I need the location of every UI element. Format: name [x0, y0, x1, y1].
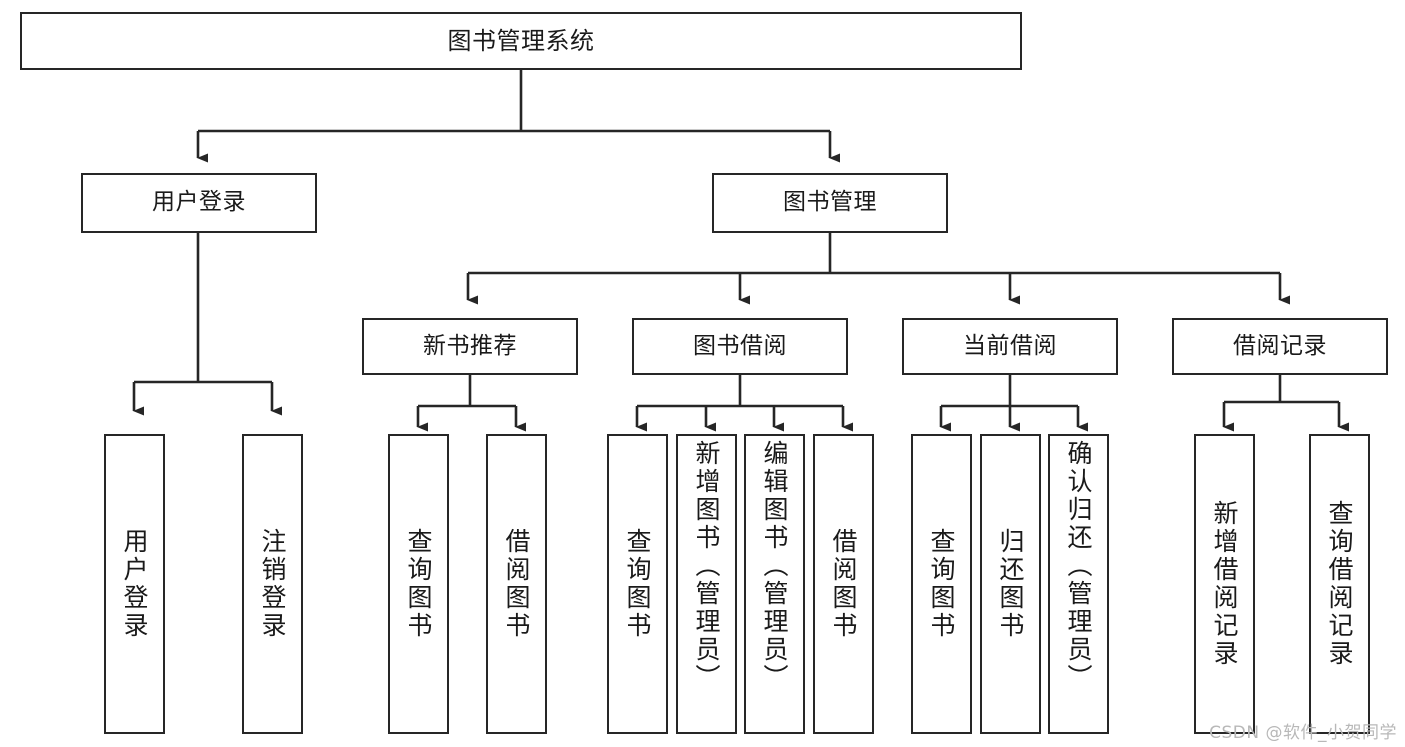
- csdn-watermark: CSDN @软件_小贺同学: [1209, 723, 1397, 743]
- node-label: 用户登录: [152, 189, 246, 216]
- node-label: 新书推荐: [423, 332, 517, 359]
- node-label: 当前借阅: [963, 332, 1057, 359]
- node-current-borrow[interactable]: 当前借阅: [902, 318, 1118, 375]
- leaf-query-book-new[interactable]: 查询图书: [388, 434, 449, 734]
- leaf-user-logout[interactable]: 注销登录: [242, 434, 303, 734]
- node-label: 查询图书: [927, 528, 956, 640]
- node-label: 查询图书: [404, 528, 433, 640]
- leaf-query-book[interactable]: 查询图书: [607, 434, 668, 734]
- node-label: 查询借阅记录: [1325, 500, 1354, 668]
- leaf-query-borrow-record[interactable]: 查询借阅记录: [1309, 434, 1370, 734]
- node-label: 借阅图书: [829, 528, 858, 640]
- node-label: 图书管理: [783, 189, 877, 216]
- node-user-login[interactable]: 用户登录: [81, 173, 317, 233]
- leaf-add-borrow-record[interactable]: 新增借阅记录: [1194, 434, 1255, 734]
- node-root-system[interactable]: 图书管理系统: [20, 12, 1022, 70]
- leaf-edit-book-admin[interactable]: 编辑图书（管理员）: [744, 434, 805, 734]
- node-label: 新增图书（管理员）: [692, 440, 721, 692]
- node-label: 图书借阅: [693, 332, 787, 359]
- node-label: 新增借阅记录: [1210, 500, 1239, 668]
- node-label: 用户登录: [120, 528, 149, 640]
- node-label: 编辑图书（管理员）: [760, 440, 789, 692]
- node-label: 查询图书: [623, 528, 652, 640]
- node-label: 借阅图书: [502, 528, 531, 640]
- leaf-query-book-current[interactable]: 查询图书: [911, 434, 972, 734]
- leaf-borrow-book-new[interactable]: 借阅图书: [486, 434, 547, 734]
- node-label: 确认归还（管理员）: [1064, 440, 1093, 692]
- node-label: 注销登录: [258, 528, 287, 640]
- node-new-book-recommend[interactable]: 新书推荐: [362, 318, 578, 375]
- node-label: 借阅记录: [1233, 332, 1327, 359]
- node-book-management[interactable]: 图书管理: [712, 173, 948, 233]
- node-book-borrow[interactable]: 图书借阅: [632, 318, 848, 375]
- leaf-borrow-book[interactable]: 借阅图书: [813, 434, 874, 734]
- node-label: 归还图书: [996, 528, 1025, 640]
- leaf-confirm-return-admin[interactable]: 确认归还（管理员）: [1048, 434, 1109, 734]
- leaf-add-book-admin[interactable]: 新增图书（管理员）: [676, 434, 737, 734]
- node-borrow-record[interactable]: 借阅记录: [1172, 318, 1388, 375]
- node-label: 图书管理系统: [447, 26, 595, 55]
- leaf-return-book[interactable]: 归还图书: [980, 434, 1041, 734]
- leaf-user-login[interactable]: 用户登录: [104, 434, 165, 734]
